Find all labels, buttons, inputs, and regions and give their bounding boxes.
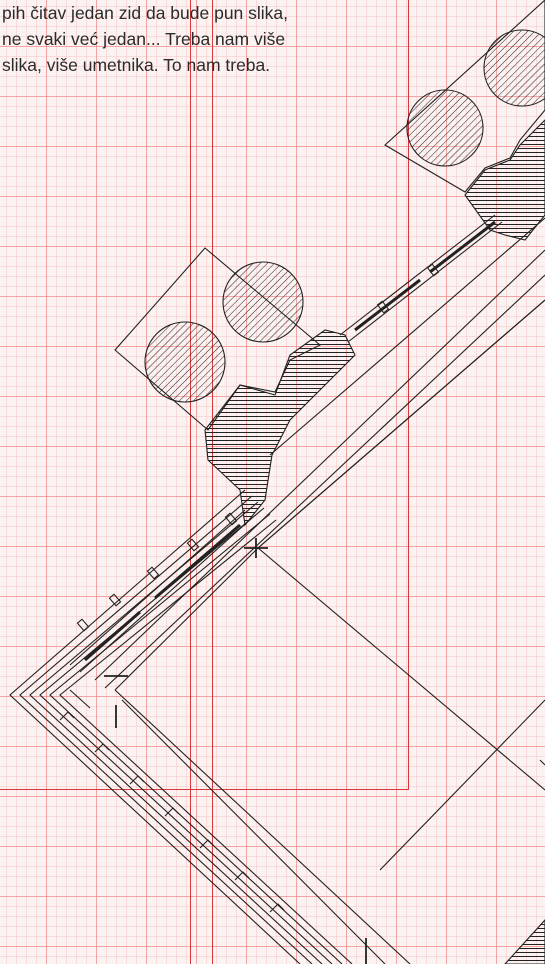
quote-line-1: pih čitav jedan zid da bude pun slika, [2,3,289,23]
column-pair-upper [384,0,545,193]
hatched-wall-block-lower [504,919,545,964]
wall-notches [59,711,285,913]
frame-line-horizontal [0,789,409,790]
quote-line-2: ne svaki već jedan... Treba nam više [2,29,286,49]
column-pair-middle [114,247,321,431]
hatched-wall-block-middle [204,329,356,527]
hatched-wall-block-upper [464,119,545,241]
frame-line-vertical-right [408,0,409,790]
building-diagonal-lines [94,217,545,689]
frame-line-vertical-mid [212,0,213,964]
wall-outline-left [9,489,353,964]
dimension-cross-markers [104,538,367,964]
window-strip-upper [339,214,503,343]
quote-text: pih čitav jedan zid da bude pun slika, n… [0,0,385,78]
window-strip-lower [69,509,253,673]
quote-line-3: slika, više umetnika. To nam treba. [2,55,271,75]
frame-line-vertical-left [190,0,191,964]
